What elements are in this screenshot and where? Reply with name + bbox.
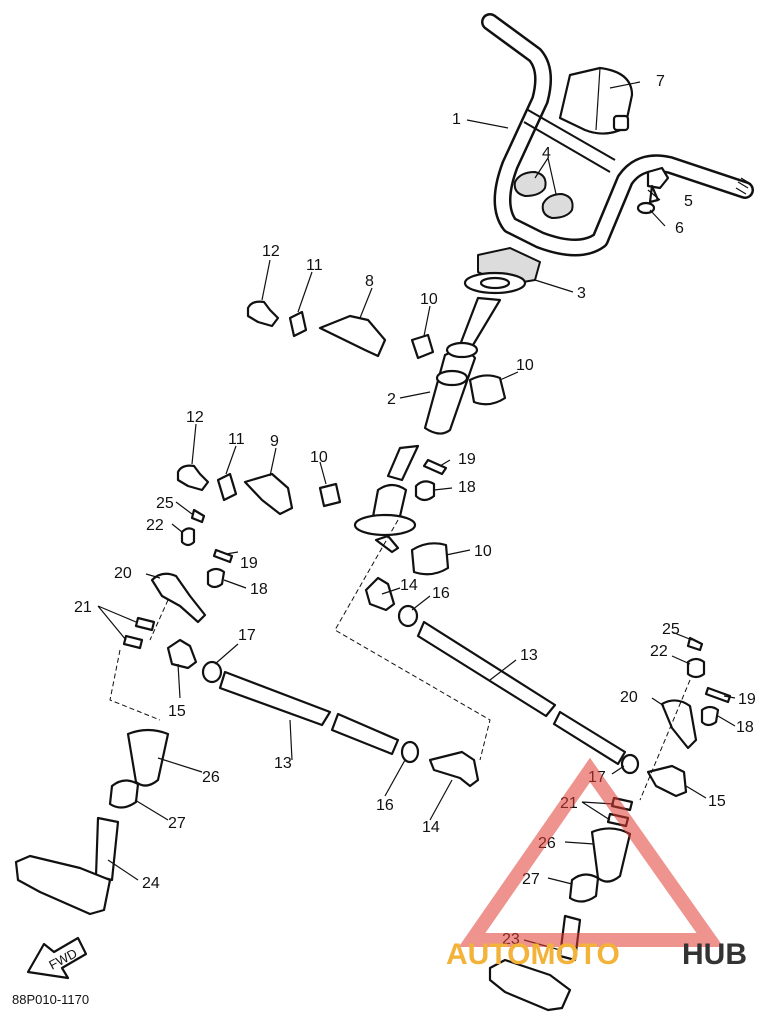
label-27-a: 27 [168,815,186,832]
label-13-b: 13 [274,755,292,772]
steering-column-upper [423,296,502,435]
label-14-b: 14 [422,819,440,836]
watermark-logo: AUTOMOTO HUB [446,757,747,971]
label-6: 6 [675,220,684,237]
drawing-code: 88P010-1170 [12,992,89,1007]
label-11-a: 11 [306,257,323,274]
label-19-c: 19 [738,691,756,708]
label-22-a: 22 [146,517,164,534]
label-12-a: 12 [262,243,280,260]
label-19-a: 19 [458,451,476,468]
label-7: 7 [656,73,665,90]
upper-bracket [463,247,541,295]
label-1: 1 [452,111,461,128]
label-18-a: 18 [458,479,476,496]
leader-lines [97,81,736,951]
collar-bushings [318,333,507,576]
left-knuckle-parts [122,508,234,650]
label-20-a: 20 [114,565,132,582]
fwd-arrow-icon: FWD [26,936,88,980]
label-10-b: 10 [516,357,534,374]
watermark-brand-part1: AUTOMOTO [446,938,620,971]
label-15-b: 15 [708,793,726,810]
label-11-b: 11 [228,431,245,448]
label-10-d: 10 [474,543,492,560]
watermark-triangle-icon [458,757,724,947]
right-lower-assembly [488,827,632,1012]
handlebar-clamps [513,171,574,219]
watermark-brand-part2: HUB [682,938,747,971]
left-tie-rod [166,638,480,788]
label-13-a: 13 [520,647,538,664]
part-labels: 1 2 3 4 5 6 7 8 9 10 10 10 10 11 11 12 1… [74,73,756,948]
center-tie-rod [364,576,627,766]
label-16-b: 16 [376,797,394,814]
label-26-a: 26 [202,769,220,786]
label-12-b: 12 [186,409,204,426]
label-14-a: 14 [400,577,418,594]
label-16-a: 16 [432,585,450,602]
label-18-c: 18 [736,719,754,736]
label-19-b: 19 [240,555,258,572]
label-17-a: 17 [238,627,256,644]
label-27-b: 27 [522,871,540,888]
right-knuckle-parts [606,636,732,828]
handlebar [481,13,754,257]
assembly-dashed-lines [109,519,691,801]
left-lower-assembly [14,728,170,916]
label-4: 4 [542,145,551,162]
label-25-b: 25 [662,621,680,638]
label-15-a: 15 [168,703,186,720]
label-3: 3 [577,285,586,302]
label-21-a: 21 [74,599,92,616]
label-20-b: 20 [620,689,638,706]
label-5: 5 [684,193,693,210]
label-25-a: 25 [156,495,174,512]
label-24: 24 [142,875,160,892]
steering-column-lower [353,444,448,554]
label-10-a: 10 [420,291,438,308]
label-10-c: 10 [310,449,328,466]
label-2: 2 [387,391,396,408]
label-18-b: 18 [250,581,268,598]
label-9: 9 [270,433,279,450]
handlebar-pad [558,66,634,135]
upper-bolts-holders [176,300,387,516]
label-8: 8 [365,273,374,290]
label-22-b: 22 [650,643,668,660]
bolt-washer-5-6 [636,166,670,215]
